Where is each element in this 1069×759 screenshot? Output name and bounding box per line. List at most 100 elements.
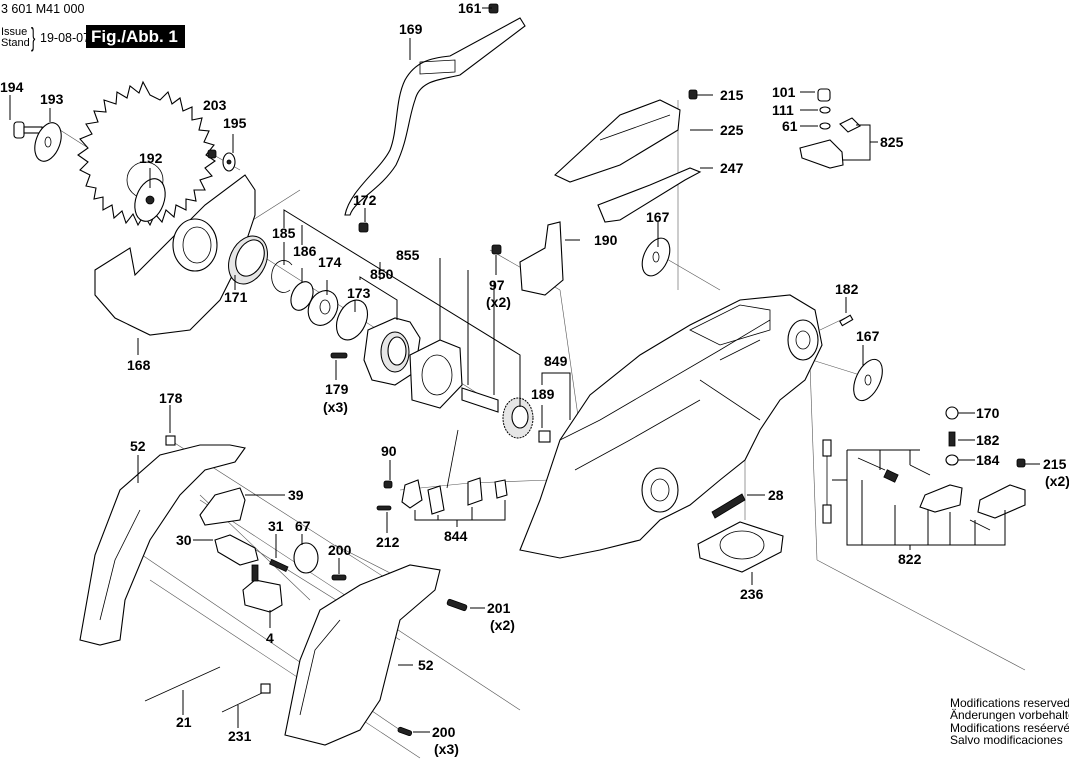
switch-cover-39 (199, 487, 246, 526)
nut-178 (165, 435, 176, 446)
screw-203 (207, 149, 217, 159)
label-200-handle[interactable]: 200 (432, 724, 456, 740)
label-850[interactable]: 850 (370, 266, 394, 282)
label-193[interactable]: 193 (40, 91, 64, 107)
modifications-en: Modifications reserved (950, 696, 1069, 710)
label-52-right[interactable]: 52 (418, 657, 434, 673)
label-200-handle-qty: (x3) (434, 741, 459, 757)
label-169[interactable]: 169 (399, 21, 423, 37)
ring-171 (228, 235, 268, 285)
label-185[interactable]: 185 (272, 225, 296, 241)
label-31[interactable]: 31 (268, 518, 284, 534)
label-825[interactable]: 825 (880, 134, 904, 150)
label-174[interactable]: 174 (318, 254, 342, 270)
label-849[interactable]: 849 (544, 353, 568, 369)
spindle-shaft (461, 387, 499, 413)
spring-28 (711, 493, 746, 519)
label-200-switch[interactable]: 200 (328, 542, 352, 558)
label-161[interactable]: 161 (458, 0, 482, 16)
handle-bar-169 (344, 17, 526, 216)
label-168[interactable]: 168 (127, 357, 151, 373)
label-179[interactable]: 179 (325, 381, 349, 397)
washer-167-right (853, 358, 883, 402)
issue-label: Issue Stand (1, 27, 31, 49)
bearing-174 (307, 290, 339, 326)
screw-200-switch (331, 574, 347, 581)
handle-half-right (284, 564, 441, 746)
label-182-top[interactable]: 182 (835, 281, 859, 297)
guide-247 (597, 167, 702, 223)
label-212[interactable]: 212 (376, 534, 400, 550)
label-215-right[interactable]: 215 (1043, 456, 1067, 472)
label-111[interactable]: 111 (772, 102, 794, 118)
bearing-flange-850 (363, 317, 421, 386)
switch-4 (242, 564, 283, 613)
label-855[interactable]: 855 (396, 247, 420, 263)
label-215-top[interactable]: 215 (720, 87, 744, 103)
disc-67 (293, 542, 319, 574)
label-90[interactable]: 90 (381, 443, 397, 459)
label-203[interactable]: 203 (203, 97, 227, 113)
label-97[interactable]: 97 (489, 277, 505, 293)
label-190[interactable]: 190 (594, 232, 618, 248)
label-171[interactable]: 171 (224, 289, 248, 305)
label-170[interactable]: 170 (976, 405, 1000, 421)
label-231[interactable]: 231 (228, 728, 252, 744)
label-822[interactable]: 822 (898, 551, 922, 567)
label-225[interactable]: 225 (720, 122, 744, 138)
switch-button-30 (214, 534, 259, 566)
label-61[interactable]: 61 (782, 118, 798, 134)
label-182-right[interactable]: 182 (976, 432, 1000, 448)
gasket-plate (409, 339, 463, 409)
motor-housing (519, 294, 823, 559)
screw-179 (330, 352, 348, 359)
pin-182 (839, 314, 854, 327)
plate-236 (697, 521, 784, 573)
washer-167-top (641, 237, 671, 277)
issue-label-de: Stand (1, 37, 30, 49)
label-201[interactable]: 201 (487, 600, 511, 616)
label-189[interactable]: 189 (531, 386, 555, 402)
label-247[interactable]: 247 (720, 160, 744, 176)
label-215-right-qty: (x2) (1045, 473, 1069, 489)
label-186[interactable]: 186 (293, 243, 317, 259)
modifications-fr: Modifications reséervées (950, 720, 1069, 735)
label-4[interactable]: 4 (266, 630, 274, 646)
label-30[interactable]: 30 (176, 532, 192, 548)
cap-170 (945, 406, 959, 420)
cable-tie-21 (144, 666, 221, 702)
label-172[interactable]: 172 (353, 192, 377, 208)
spring-31 (269, 558, 289, 573)
label-236[interactable]: 236 (740, 586, 764, 602)
label-184[interactable]: 184 (976, 452, 1000, 468)
label-67[interactable]: 67 (295, 518, 311, 534)
screw-200-handle (397, 726, 413, 737)
label-173[interactable]: 173 (347, 285, 371, 301)
screw-172 (358, 222, 369, 233)
leader-lines (9, 7, 1040, 733)
label-195[interactable]: 195 (223, 115, 247, 131)
washer-61 (819, 122, 831, 130)
screw-215-right (1016, 458, 1026, 468)
label-178[interactable]: 178 (159, 390, 183, 406)
cable-rod (822, 439, 832, 524)
label-101[interactable]: 101 (772, 84, 796, 100)
label-28[interactable]: 28 (768, 487, 784, 503)
label-21[interactable]: 21 (176, 714, 192, 730)
document-number: 3 601 M41 000 (1, 2, 85, 16)
issue-date: 19-08-07 (40, 31, 91, 45)
label-167-right[interactable]: 167 (856, 328, 880, 344)
clamp-825 (799, 117, 861, 169)
label-844[interactable]: 844 (444, 528, 468, 544)
label-167-top[interactable]: 167 (646, 209, 670, 225)
label-194[interactable]: 194 (0, 79, 24, 95)
o-ring-173 (335, 299, 369, 341)
bracket-190 (519, 221, 564, 296)
screw-101 (817, 88, 831, 102)
circlip-185 (271, 260, 293, 293)
label-192[interactable]: 192 (139, 150, 163, 166)
label-52-left[interactable]: 52 (130, 438, 146, 454)
label-39[interactable]: 39 (288, 487, 304, 503)
